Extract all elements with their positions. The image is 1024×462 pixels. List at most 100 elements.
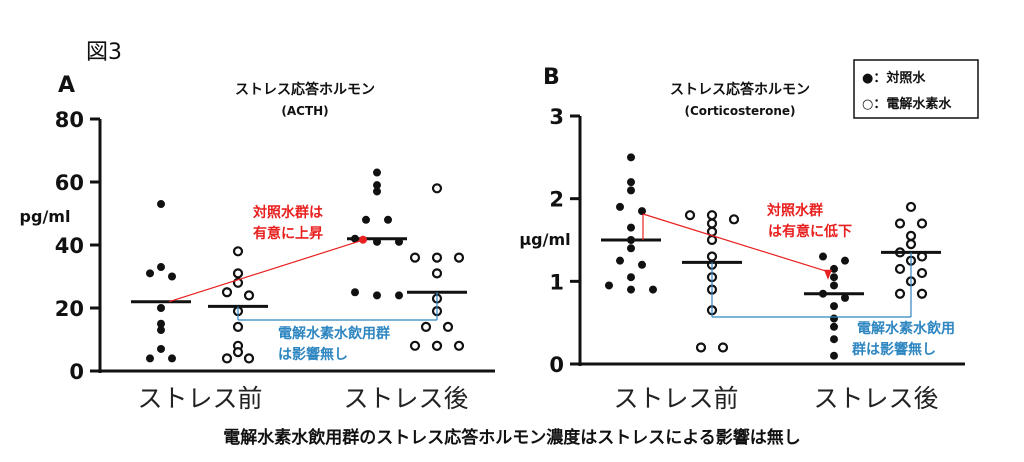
annotation-red-line2: 有意に上昇 (253, 225, 323, 242)
hydrogen-point (243, 290, 255, 301)
control-point (819, 252, 827, 261)
figure-label: 図3 (86, 40, 122, 65)
annotation-red-line1: 対照水群 (766, 202, 823, 219)
y-axis-label: μg/ml (519, 230, 570, 249)
control-point (146, 354, 154, 363)
hydrogen-point (916, 288, 928, 299)
hydrogen-point (916, 267, 928, 279)
hydrogen-point (905, 239, 917, 250)
control-point (395, 291, 403, 300)
control-point (373, 187, 381, 196)
hydrogen-point (706, 251, 718, 262)
control-point (605, 281, 613, 290)
hydrogen-point (684, 210, 696, 221)
chart-title: ストレス応答ホルモン (235, 81, 375, 98)
control-point (830, 351, 838, 360)
control-point (627, 285, 635, 294)
control-point (384, 215, 392, 224)
control-point (146, 269, 154, 278)
hydrogen-point (232, 321, 244, 332)
control-point (830, 264, 838, 273)
x-group-label: ストレス前 (613, 384, 738, 413)
control-point (627, 178, 635, 187)
hydrogen-point (431, 183, 443, 194)
y-tick-label: 3 (549, 105, 564, 129)
control-point (638, 207, 646, 216)
hydrogen-point (905, 201, 917, 213)
control-point (157, 319, 165, 328)
control-point (627, 223, 635, 232)
hydrogen-point (221, 287, 233, 298)
y-tick-label: 2 (549, 188, 564, 212)
control-point (627, 244, 635, 253)
panel-label: B (543, 65, 560, 90)
hydrogen-point (453, 340, 465, 351)
hydrogen-point (717, 342, 729, 353)
control-point (638, 260, 646, 269)
hydrogen-point (442, 321, 454, 332)
y-tick-label: 20 (55, 297, 84, 321)
y-tick-label: 60 (55, 171, 84, 195)
control-point (649, 285, 657, 294)
hydrogen-point (431, 268, 443, 279)
control-point (373, 291, 381, 300)
panel-label: A (58, 73, 75, 98)
control-point (830, 273, 838, 282)
chart-subtitle: (ACTH) (281, 104, 328, 118)
control-point (627, 186, 635, 195)
hydrogen-point (431, 252, 443, 263)
annotation-red-line1: 対照水群は (252, 204, 323, 221)
y-tick-label: 80 (55, 108, 84, 132)
x-group-label: ストレス前 (137, 384, 262, 413)
control-point (830, 322, 838, 331)
increase-line (168, 240, 362, 303)
control-point (157, 200, 165, 209)
control-point (830, 302, 838, 311)
control-point (157, 344, 165, 353)
annotation-red-line2: は有意に低下 (768, 223, 852, 240)
control-point (373, 181, 381, 190)
control-point (157, 304, 165, 312)
hydrogen-point (894, 288, 906, 299)
hydrogen-point (728, 214, 740, 225)
control-point (157, 263, 165, 272)
hydrogen-point (409, 252, 421, 263)
control-point (627, 153, 635, 162)
y-tick-label: 1 (549, 270, 564, 294)
control-point (830, 335, 838, 344)
control-point (168, 354, 176, 363)
x-group-label: ストレス後 (813, 384, 938, 413)
hydrogen-point (706, 218, 718, 229)
hydrogen-point (431, 340, 443, 351)
legend-control: ●：対照水 (862, 70, 926, 86)
control-point (362, 215, 370, 224)
hydrogen-point (453, 252, 465, 263)
hydrogen-point (706, 234, 718, 246)
annotation-blue-line1: 電解水素水飲用 (857, 320, 955, 337)
control-point (841, 293, 849, 302)
control-point (841, 256, 849, 265)
y-tick-label: 0 (69, 360, 84, 384)
caption: 電解水素水飲用群のストレス応答ホルモン濃度はストレスによる影響は無し (223, 428, 801, 448)
decrease-arrow (824, 269, 832, 280)
hydrogen-point (706, 210, 718, 221)
hydrogen-point (221, 353, 233, 364)
x-group-label: ストレス後 (343, 384, 468, 413)
control-point (830, 314, 838, 323)
hydrogen-point (695, 342, 707, 353)
control-point (157, 326, 165, 335)
annotation-blue-line2: 群は影響無し (851, 341, 936, 358)
chart-subtitle: (Corticosterone) (684, 104, 795, 118)
y-tick-label: 40 (55, 234, 84, 258)
hydrogen-point (232, 268, 244, 279)
hydrogen-point (409, 340, 421, 351)
hydrogen-point (232, 246, 244, 257)
y-tick-label: 0 (549, 353, 564, 377)
annotation-blue-line1: 電解水素水飲用群 (278, 325, 390, 342)
control-point (616, 256, 624, 265)
control-point (616, 202, 624, 211)
legend-box (853, 59, 979, 119)
control-point (627, 273, 635, 282)
hydrogen-point (894, 263, 906, 275)
hydrogen-point (916, 218, 928, 229)
